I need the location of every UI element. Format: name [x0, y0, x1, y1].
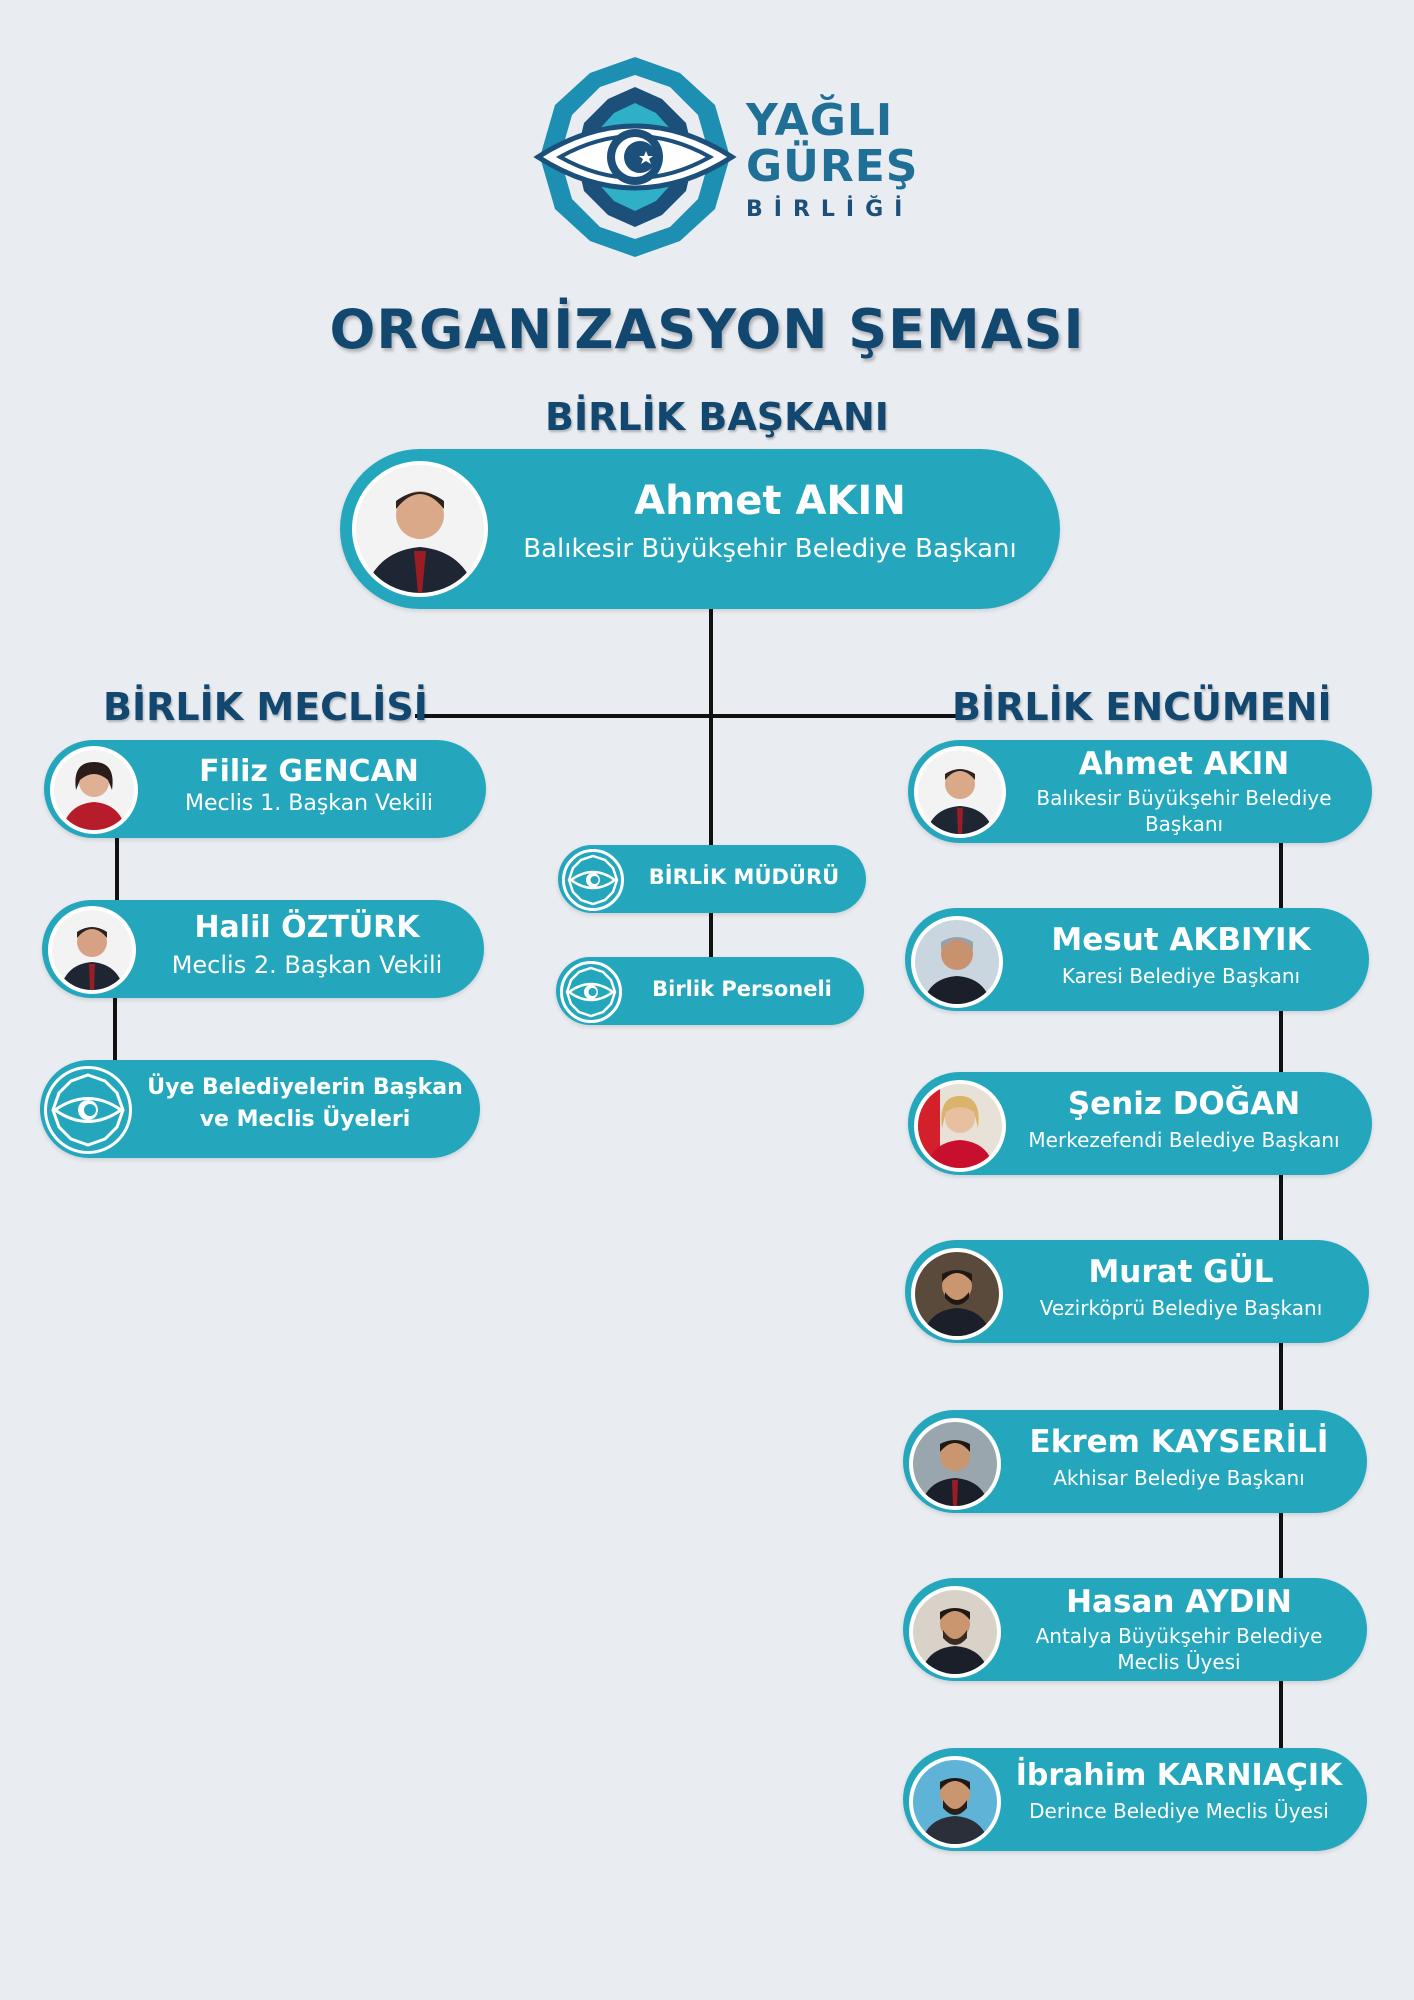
committee-name-6: Hasan AYDIN	[1066, 1584, 1292, 1620]
committee-card-4: Murat GÜL Vezirköprü Belediye Başkanı	[905, 1240, 1369, 1343]
committee-card-5: Ekrem KAYSERİLİ Akhisar Belediye Başkanı	[903, 1410, 1367, 1513]
assembly-name-3: Üye Belediyelerin Başkan ve Meclis Üyele…	[147, 1075, 463, 1132]
connector-horizontal	[415, 714, 960, 718]
assembly-card-2: Halil ÖZTÜRK Meclis 2. Başkan Vekili	[42, 900, 484, 998]
committee-card-7: İbrahim KARNIAÇIK Derince Belediye Mecli…	[903, 1748, 1367, 1851]
section-committee: BİRLİK ENCÜMENİ	[952, 685, 1332, 729]
avatar-icon	[52, 910, 132, 990]
center-name-2: Birlik Personeli	[652, 977, 832, 1001]
connector-assembly-2	[113, 996, 117, 1062]
assembly-name-1: Filiz GENCAN	[199, 754, 419, 789]
center-emblem-2	[560, 961, 622, 1023]
committee-role-1: Balıkesir Büyükşehir Belediye Başkanı	[1036, 786, 1332, 837]
center-name-1: BİRLİK MÜDÜRÜ	[648, 865, 840, 889]
organization-logo: YAĞLI GÜREŞ BİRLİĞİ	[530, 55, 917, 260]
assembly-photo-1	[50, 746, 138, 834]
president-card: Ahmet AKIN Balıkesir Büyükşehir Belediye…	[340, 449, 1060, 609]
committee-photo-6	[909, 1586, 1001, 1678]
president-photo	[352, 461, 488, 597]
committee-card-6: Hasan AYDIN Antalya Büyükşehir Belediye …	[903, 1578, 1367, 1681]
committee-card-1: Ahmet AKIN Balıkesir Büyükşehir Belediye…	[908, 740, 1372, 843]
committee-name-5: Ekrem KAYSERİLİ	[1029, 1424, 1329, 1460]
page-title: ORGANİZASYON ŞEMASI	[329, 298, 1085, 361]
committee-photo-4	[911, 1248, 1003, 1340]
assembly-role-2: Meclis 2. Başkan Vekili	[171, 951, 443, 979]
avatar-icon	[913, 1760, 997, 1844]
assembly-card-1: Filiz GENCAN Meclis 1. Başkan Vekili	[44, 740, 486, 838]
avatar-icon	[913, 1590, 997, 1674]
center-card-1: BİRLİK MÜDÜRÜ	[558, 845, 866, 913]
avatar-icon	[915, 920, 999, 1004]
assembly-role-1: Meclis 1. Başkan Vekili	[184, 791, 434, 816]
committee-role-2: Karesi Belediye Başkanı	[1061, 964, 1301, 989]
committee-role-3: Merkezefendi Belediye Başkanı	[1028, 1128, 1340, 1153]
connector-president-down	[709, 608, 713, 928]
committee-photo-7	[909, 1756, 1001, 1848]
center-emblem-1	[562, 849, 624, 911]
section-president: BİRLİK BAŞKANI	[545, 395, 889, 439]
emblem-icon	[533, 57, 737, 257]
emblem-icon	[51, 1073, 125, 1147]
connector-assembly-1	[115, 836, 119, 902]
avatar-icon	[913, 1422, 997, 1506]
committee-photo-3	[914, 1080, 1006, 1172]
committee-role-5: Akhisar Belediye Başkanı	[1053, 1466, 1305, 1491]
committee-name-3: Şeniz DOĞAN	[1067, 1086, 1301, 1122]
president-role: Balıkesir Büyükşehir Belediye Başkanı	[523, 534, 1017, 564]
avatar-icon	[915, 1252, 999, 1336]
committee-photo-2	[911, 916, 1003, 1008]
committee-name-1: Ahmet AKIN	[1078, 746, 1290, 782]
president-name: Ahmet AKIN	[634, 478, 906, 524]
avatar-icon	[356, 465, 484, 593]
committee-role-6: Antalya Büyükşehir Belediye Meclis Üyesi	[1035, 1624, 1323, 1675]
avatar-icon	[918, 1084, 1002, 1168]
committee-card-2: Mesut AKBIYIK Karesi Belediye Başkanı	[905, 908, 1369, 1011]
avatar-icon	[918, 750, 1002, 834]
emblem-icon	[567, 854, 619, 906]
committee-card-3: Şeniz DOĞAN Merkezefendi Belediye Başkan…	[908, 1072, 1372, 1175]
section-assembly: BİRLİK MECLİSİ	[103, 685, 428, 729]
assembly-name-2: Halil ÖZTÜRK	[194, 910, 420, 945]
committee-name-7: İbrahim KARNIAÇIK	[1015, 1758, 1343, 1793]
logo-word-birligi: BİRLİĞİ	[746, 197, 914, 222]
committee-role-7: Derince Belediye Meclis Üyesi	[1029, 1799, 1329, 1823]
assembly-photo-2	[48, 906, 136, 994]
assembly-card-3: Üye Belediyelerin Başkan ve Meclis Üyele…	[40, 1060, 480, 1158]
committee-role-4: Vezirköprü Belediye Başkanı	[1039, 1296, 1323, 1321]
committee-photo-5	[909, 1418, 1001, 1510]
logo-word-gures: GÜREŞ	[746, 141, 919, 192]
connector-center-personnel	[709, 912, 713, 957]
assembly-emblem-3	[44, 1066, 132, 1154]
committee-name-4: Murat GÜL	[1088, 1254, 1274, 1290]
logo-word-yagli: YAĞLI	[746, 95, 894, 146]
center-card-2: Birlik Personeli	[556, 957, 864, 1025]
committee-photo-1	[914, 746, 1006, 838]
avatar-icon	[54, 750, 134, 830]
committee-name-2: Mesut AKBIYIK	[1051, 922, 1311, 958]
emblem-icon	[565, 966, 617, 1018]
